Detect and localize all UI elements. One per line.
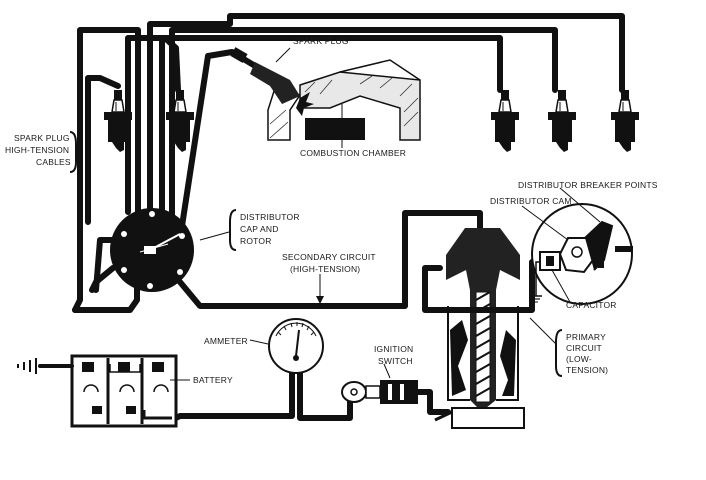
label-cables-line1: SPARK PLUG: [14, 133, 70, 143]
label-primary-line4: TENSION): [566, 365, 608, 375]
ground-icon: [17, 358, 74, 374]
label-battery: BATTERY: [193, 375, 233, 385]
secondary-circuit-wire: [177, 210, 483, 309]
distributor-breaker-assembly: [530, 203, 633, 305]
distributor-cap: [110, 208, 194, 292]
label-capacitor: CAPACITOR: [566, 300, 617, 310]
switch-coil-wire: [415, 389, 451, 415]
spark-flash-icon: [296, 92, 314, 116]
label-distributor-line2: CAP AND: [240, 224, 279, 234]
label-ignition-line1: IGNITION: [374, 344, 413, 354]
ammeter: [268, 318, 324, 374]
combustion-chamber-cutaway: [230, 47, 421, 141]
label-primary-line3: (LOW-: [566, 354, 592, 364]
label-cables-line2: HIGH-TENSION: [5, 145, 69, 155]
label-leaders: [69, 47, 601, 381]
spark-plug-2: [166, 90, 194, 152]
spark-plug-6: [611, 90, 639, 152]
ignition-coil-housing: [434, 228, 525, 429]
label-primary-line2: CIRCUIT: [566, 343, 602, 353]
label-combustion-chamber: COMBUSTION CHAMBER: [300, 148, 406, 158]
label-distributor-line1: DISTRIBUTOR: [240, 212, 300, 222]
label-ammeter: AMMETER: [204, 336, 248, 346]
label-secondary-line2: (HIGH-TENSION): [290, 264, 360, 274]
label-primary-line1: PRIMARY: [566, 332, 606, 342]
ammeter-needle: [295, 329, 300, 357]
label-secondary-line1: SECONDARY CIRCUIT: [282, 252, 376, 262]
label-distributor-line3: ROTOR: [240, 236, 272, 246]
ammeter-switch-wire: [297, 363, 353, 421]
spark-plug-4: [491, 90, 519, 152]
spark-plug-1: [104, 90, 132, 152]
spark-plug-5: [548, 90, 576, 152]
label-breaker-points: DISTRIBUTOR BREAKER POINTS: [518, 180, 658, 190]
ignition-switch: [341, 380, 418, 404]
label-spark-plug: SPARK PLUG: [293, 36, 349, 46]
label-cables-line3: CABLES: [36, 157, 71, 167]
battery: [70, 354, 178, 428]
label-ignition-line2: SWITCH: [378, 356, 413, 366]
label-distributor-cam: DISTRIBUTOR CAM: [490, 196, 572, 206]
